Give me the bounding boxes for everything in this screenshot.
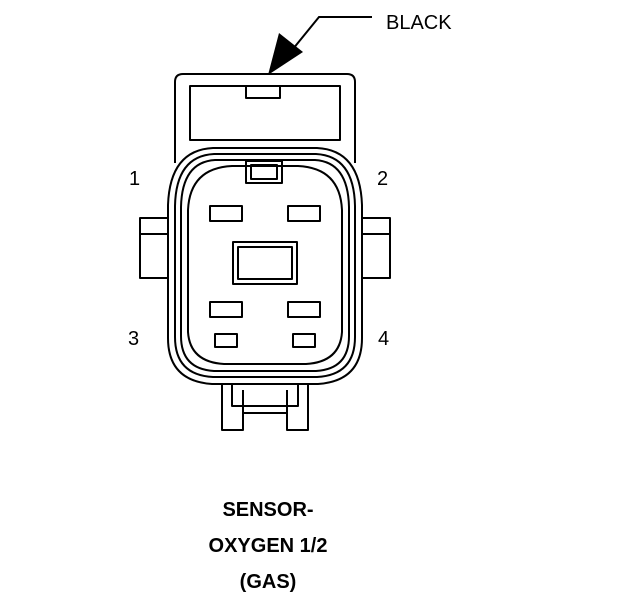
- cavity-2: [287, 205, 321, 222]
- callout-leader-line: [283, 16, 372, 61]
- caption-line-1: SENSOR-: [222, 499, 313, 521]
- connector-shell-ring-2: [180, 159, 350, 372]
- callout-label: BLACK: [386, 12, 452, 34]
- bottom-lock-tab: [221, 384, 309, 431]
- pin-label-4: 4: [378, 328, 389, 350]
- cavity-6: [292, 333, 316, 348]
- right-side-ear: [362, 217, 391, 279]
- latch-tab: [245, 85, 281, 99]
- latch-housing: [174, 73, 356, 163]
- cavity-3: [209, 301, 243, 318]
- pin-face: [187, 165, 343, 365]
- callout-arrowhead: [268, 33, 303, 75]
- center-cavity-inner: [237, 246, 293, 280]
- left-side-ear: [139, 217, 168, 279]
- keyway: [245, 160, 283, 184]
- pin-labels: 1 2 3 4: [128, 168, 389, 350]
- pin-label-3: 3: [128, 328, 139, 350]
- connector-shell-ring-1: [174, 153, 356, 378]
- cavity-4: [287, 301, 321, 318]
- bottom-lock-tab-slot: [231, 384, 299, 407]
- color-callout: BLACK: [268, 12, 452, 75]
- keyway-inner: [250, 164, 278, 180]
- pin-label-2: 2: [377, 168, 388, 190]
- center-cavity: [232, 241, 298, 285]
- pin-label-1: 1: [129, 168, 140, 190]
- cavity-5: [214, 333, 238, 348]
- caption-line-2: OXYGEN 1/2: [209, 535, 328, 557]
- connector-body: [139, 73, 391, 431]
- connector-shell: [167, 147, 363, 385]
- caption-line-3: (GAS): [240, 571, 297, 593]
- connector-caption: SENSOR- OXYGEN 1/2 (GAS): [209, 499, 328, 593]
- latch-inner: [189, 85, 341, 141]
- cavity-1: [209, 205, 243, 222]
- bottom-lock-tab-inner: [242, 390, 288, 413]
